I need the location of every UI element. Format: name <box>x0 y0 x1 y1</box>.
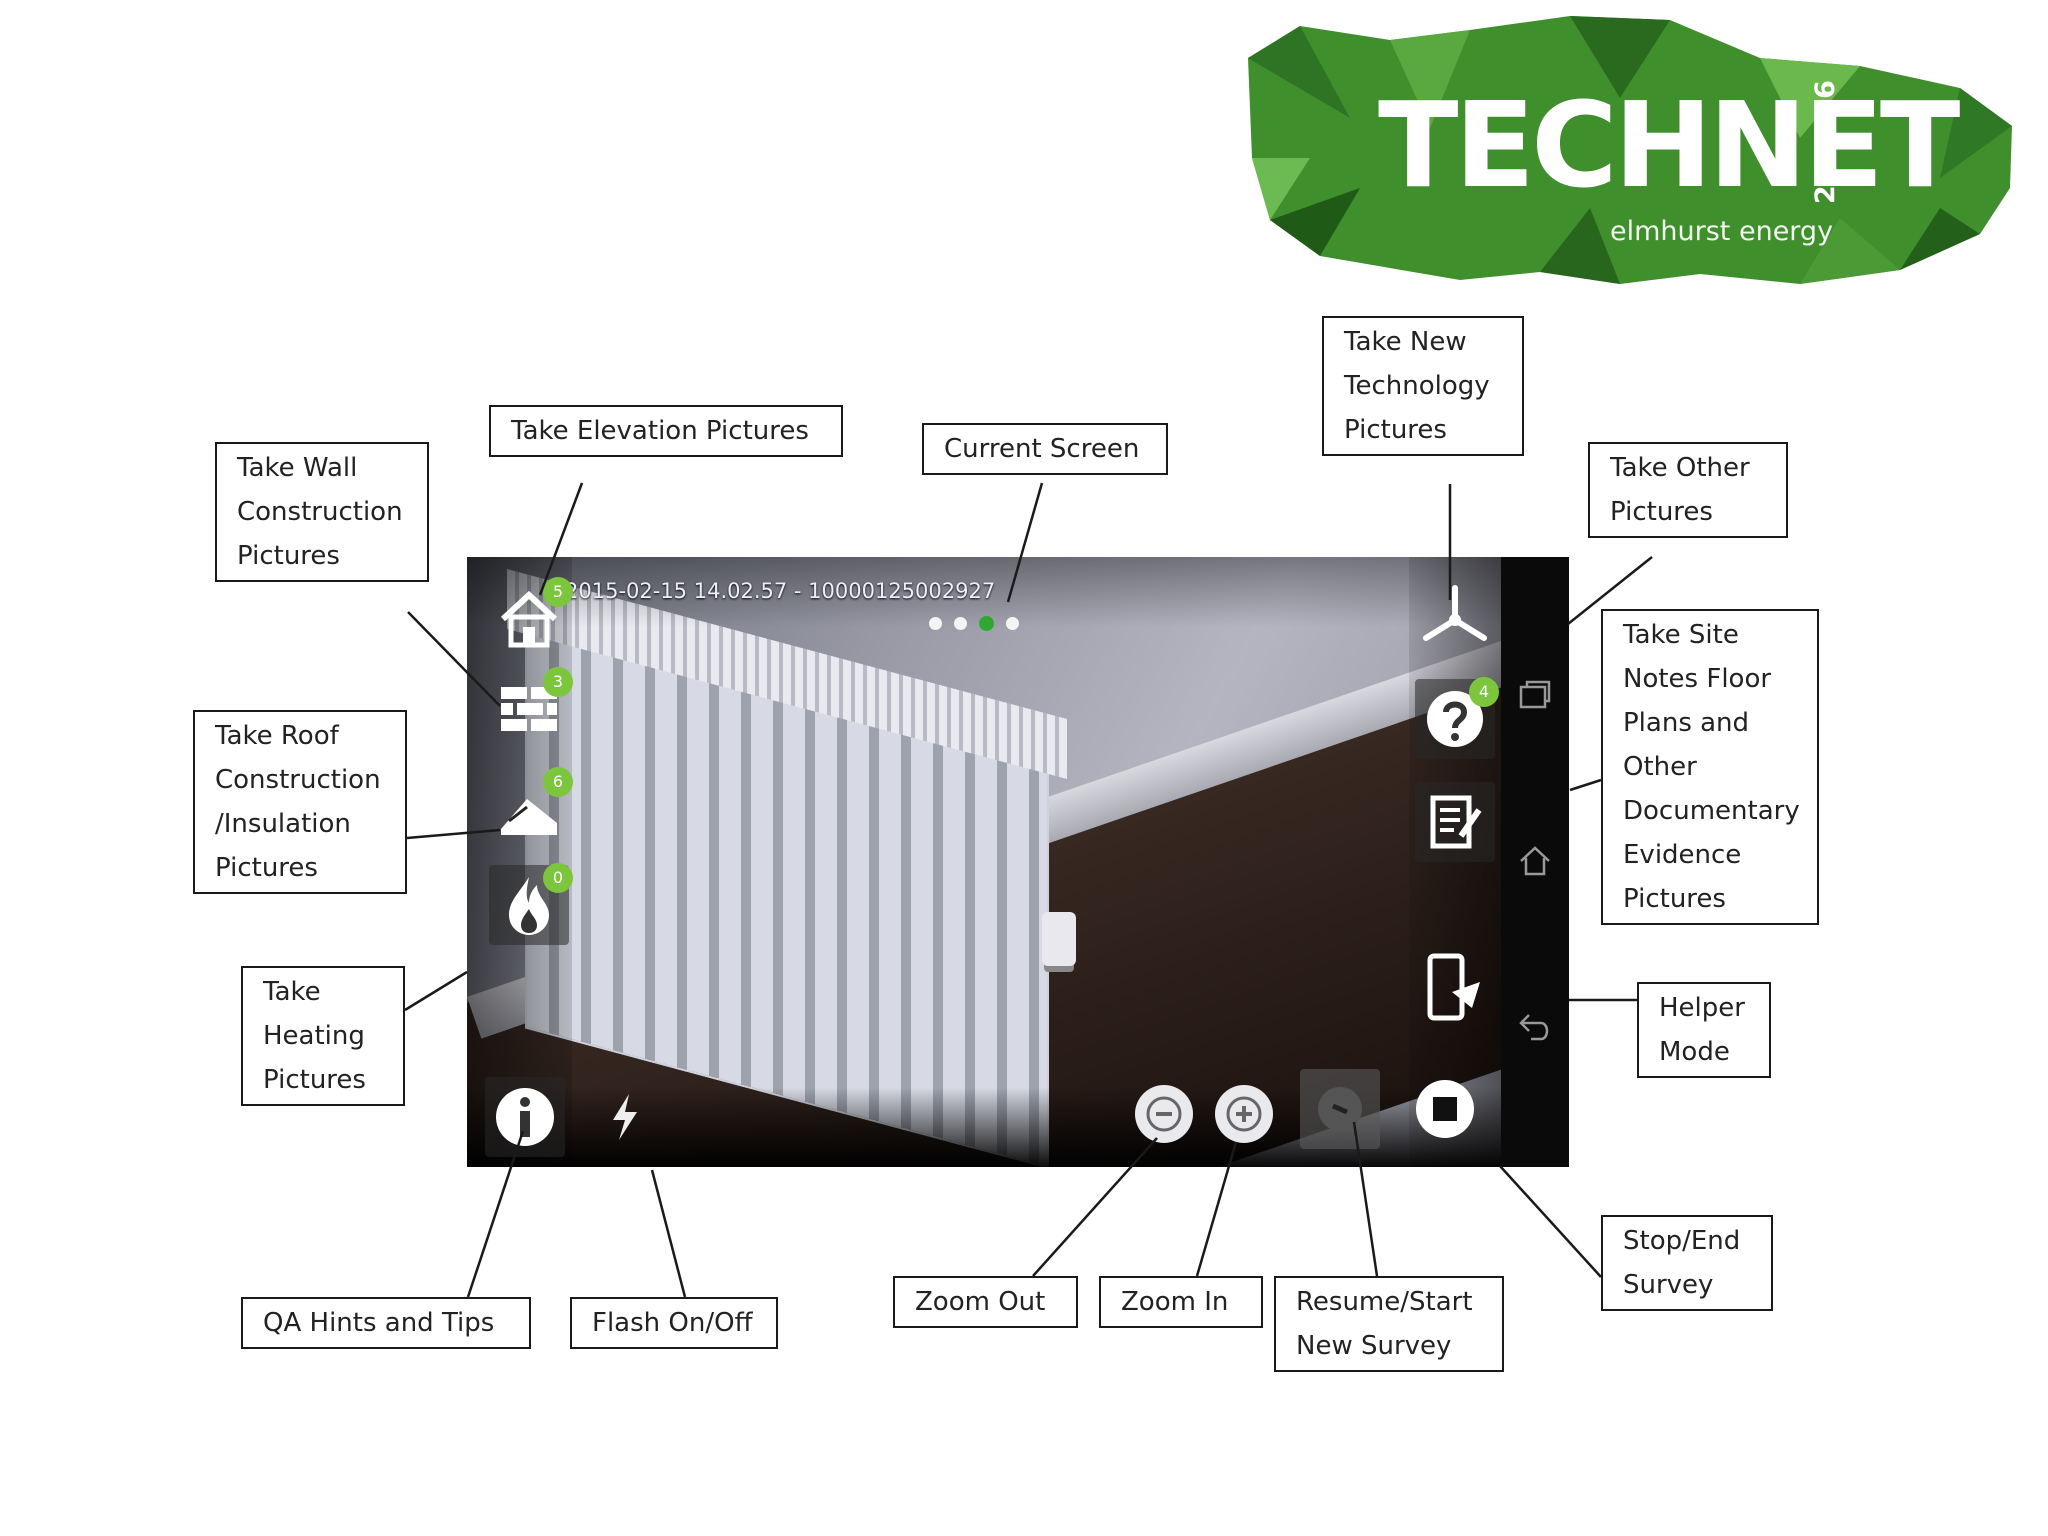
zoom-in-icon <box>1226 1096 1262 1132</box>
question-icon <box>1427 691 1483 747</box>
other-pictures-button[interactable]: 4 <box>1415 677 1499 759</box>
helper-phone-icon <box>1427 953 1480 1021</box>
wall-count-badge: 3 <box>543 667 573 697</box>
roof-button[interactable]: 6 <box>489 767 573 849</box>
timestamp: 2015-02-15 14.02.57 - 10000125002927 <box>565 579 996 603</box>
technology-button[interactable] <box>1415 579 1495 659</box>
zoom-out-icon <box>1146 1096 1182 1132</box>
heating-count-badge: 0 <box>543 863 573 893</box>
page-dot[interactable] <box>954 617 967 630</box>
callout-flash: Flash On/Off <box>570 1297 778 1349</box>
page-dot[interactable] <box>929 617 942 630</box>
zoom-in-button[interactable] <box>1215 1085 1273 1143</box>
info-icon <box>496 1088 554 1146</box>
zoom-out-button[interactable] <box>1135 1085 1193 1143</box>
home-icon[interactable] <box>1517 843 1553 879</box>
elevation-button[interactable]: 5 <box>489 577 573 659</box>
resume-survey-button[interactable] <box>1300 1069 1380 1149</box>
notes-edit-icon <box>1430 795 1482 849</box>
logo-brand: elmhurst energy <box>1610 216 1833 247</box>
recent-apps-icon[interactable] <box>1517 677 1553 713</box>
callout-heating: Take Heating Pictures <box>241 966 405 1106</box>
technet-logo: TECHNET elmhurst energy 2015-16 <box>1240 8 2020 288</box>
house-icon <box>500 590 558 648</box>
callout-elevation: Take Elevation Pictures <box>489 405 843 457</box>
flame-icon <box>509 877 549 935</box>
callout-other: Take Other Pictures <box>1588 442 1788 538</box>
callout-qa: QA Hints and Tips <box>241 1297 531 1349</box>
roof-icon <box>501 799 557 835</box>
wall-button[interactable]: 3 <box>489 667 573 749</box>
heating-button[interactable]: 0 <box>489 863 573 945</box>
leader-flash <box>650 1169 687 1298</box>
callout-stop: Stop/End Survey <box>1601 1215 1773 1311</box>
page-indicator <box>929 616 1019 631</box>
callout-current-screen: Current Screen <box>922 423 1168 475</box>
qa-hints-button[interactable] <box>485 1077 565 1157</box>
wind-turbine-icon <box>1423 585 1487 641</box>
resume-icon <box>1318 1087 1362 1131</box>
callout-helper: Helper Mode <box>1637 982 1771 1078</box>
callout-wall: Take Wall Construction Pictures <box>215 442 429 582</box>
back-icon[interactable] <box>1517 1009 1553 1045</box>
page-dot-active[interactable] <box>979 616 994 631</box>
roof-count-badge: 6 <box>543 767 573 797</box>
other-count-badge: 4 <box>1469 677 1499 707</box>
callout-technology: Take New Technology Pictures <box>1322 316 1524 456</box>
callout-zoom-out: Zoom Out <box>893 1276 1078 1328</box>
camera-preview: 2015-02-15 14.02.57 - 10000125002927 5 3 <box>467 557 1501 1167</box>
leader-heating <box>404 970 468 1012</box>
stop-survey-button[interactable] <box>1405 1069 1485 1149</box>
stop-icon <box>1416 1080 1474 1138</box>
logo-title: TECHNET <box>1378 76 1960 214</box>
elevation-count-badge: 5 <box>543 577 573 607</box>
flash-toggle-button[interactable] <box>585 1077 665 1157</box>
helper-mode-button[interactable] <box>1415 947 1495 1027</box>
page-dot[interactable] <box>1006 617 1019 630</box>
callout-site-notes: Take Site Notes Floor Plans and Other Do… <box>1601 609 1819 925</box>
logo-year: 2015-16 <box>1810 80 1841 204</box>
callout-zoom-in: Zoom In <box>1099 1276 1263 1328</box>
system-nav-bar <box>1501 557 1569 1167</box>
callout-roof: Take Roof Construction /Insulation Pictu… <box>193 710 407 894</box>
site-notes-button[interactable] <box>1415 782 1495 862</box>
leader-stop <box>1499 1165 1602 1278</box>
leader-site-notes <box>1569 778 1602 792</box>
flash-icon <box>613 1094 637 1140</box>
app-screenshot: 2015-02-15 14.02.57 - 10000125002927 5 3 <box>467 557 1569 1167</box>
callout-resume: Resume/Start New Survey <box>1274 1276 1504 1372</box>
